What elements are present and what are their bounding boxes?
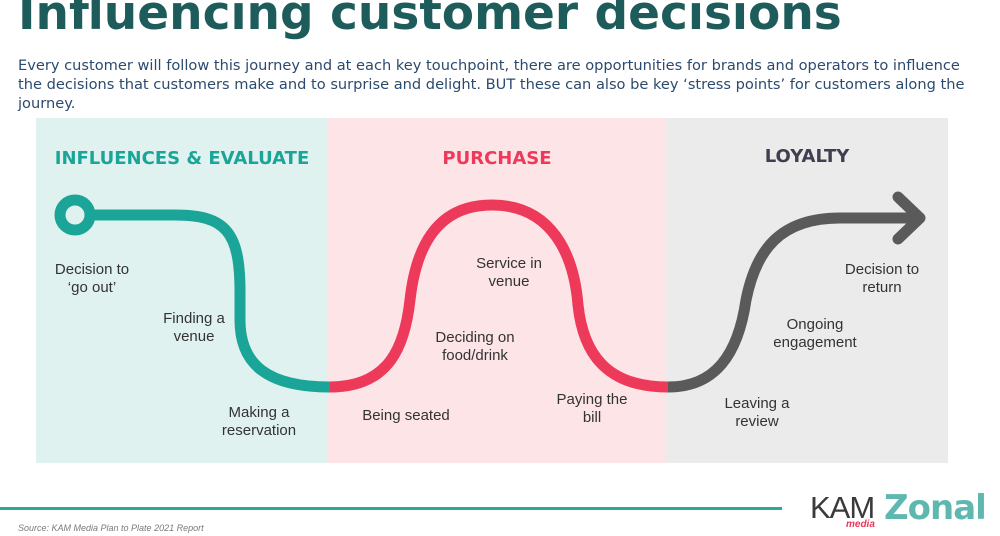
journey-segment-loyalty: [667, 212, 918, 393]
kam-logo: KAM: [810, 490, 875, 525]
journey-arrow-head: [892, 191, 926, 245]
stage-heading-purchase: PURCHASE: [442, 148, 552, 169]
source-note: Source: KAM Media Plan to Plate 2021 Rep…: [18, 523, 204, 533]
page-subtitle: Every customer will follow this journey …: [18, 57, 965, 112]
stage-panel-purchase: [328, 118, 666, 463]
kam-logo-sub: media: [846, 519, 875, 530]
stage-heading-loyalty: LOYALTY: [764, 146, 850, 167]
footer-divider: [0, 507, 782, 510]
touchpoint-label: Decision to‘go out’: [54, 261, 130, 296]
journey-start-circle: [54, 194, 96, 236]
journey-segment-influences: [90, 209, 331, 393]
zonal-logo: Zonal: [884, 488, 987, 528]
touchpoint-label: Being seated: [362, 407, 450, 424]
stage-panel-loyalty: [666, 118, 948, 463]
page-title: Influencing customer decisions: [18, 0, 842, 41]
journey-segment-purchase: [329, 199, 669, 393]
stage-heading-influences: INFLUENCES & EVALUATE: [54, 148, 310, 169]
stage-panel-influences: [36, 118, 328, 463]
